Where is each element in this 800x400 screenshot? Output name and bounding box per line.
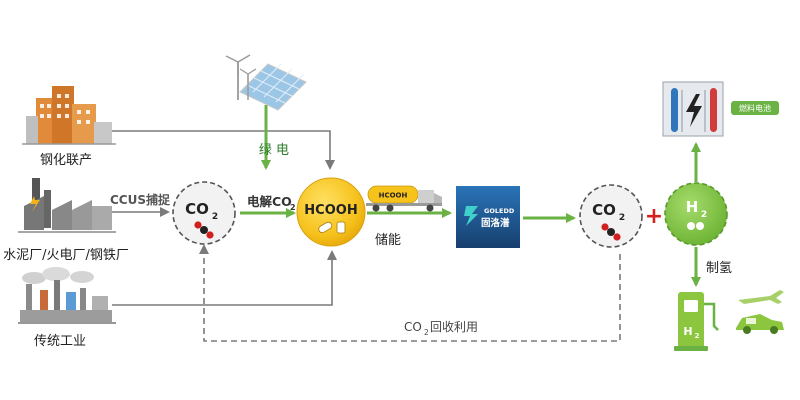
pump-h2-text: H [683,325,692,338]
h2-node: H 2 [664,182,728,246]
label-ccus-capture: CCUS捕捉 [110,192,171,207]
plus-sign: + [645,204,663,229]
h2-text: H [686,198,699,216]
steel-chem-plant-icon [22,86,116,145]
cylinder-icon [336,221,346,234]
label-traditional-industry: 传统工业 [34,334,86,349]
fuel-cell-badge [731,101,779,115]
label-recycle-prefix: CO [404,320,422,334]
co2-node-left: CO 2 [172,181,236,245]
label-electrolysis-sub: 2 [290,203,296,212]
truck-label: HCOOH [379,192,408,200]
label-energy-storage: 储能 [375,233,401,248]
co2-node-right: CO 2 [579,184,643,248]
factory-icon [18,178,116,233]
car-icon [736,314,784,334]
wind-solar-icon [225,54,307,111]
brand-name-en: GOLEDD [484,207,515,215]
brand-logo-icon [464,206,478,226]
traditional-industry-icon [18,267,116,324]
label-recycle-sub: 2 [424,328,429,337]
capsule-icon [318,221,333,234]
label-fuel-cell: 燃料电池 [739,103,771,113]
co2-left-text: CO [185,200,209,218]
label-cement-power-steel: 水泥厂/火电厂/钢铁厂 [3,248,129,263]
brand-logo-box: GOLEDD 固洛潽 [456,186,520,248]
hcooh-text: HCOOH [304,203,357,218]
hcooh-node: HCOOH [296,177,366,247]
label-green-power: 绿 电 [259,143,289,158]
label-recycle-suffix: 回收利用 [430,320,478,334]
co2-right-subscript: 2 [619,213,625,223]
label-electrolysis: 电解CO [247,194,292,209]
fuel-cell-icon [662,81,724,137]
pump-h2-subscript: 2 [695,332,700,340]
tanker-truck-icon: HCOOH [366,185,442,212]
hydrogen-pump-icon: H 2 [674,292,719,351]
co2-right-text: CO [592,201,616,219]
lightning-icon [686,94,702,127]
h2-subscript: 2 [701,210,707,220]
line-industry-to-hcooh [112,250,337,306]
label-hydrogen-production: 制氢 [706,261,732,276]
line-steel-to-co2 [112,130,335,170]
co2-left-subscript: 2 [212,212,218,222]
line-co2-recycle [199,244,621,342]
brand-name-cn: 固洛潽 [481,217,510,229]
label-steel-chem: 钢化联产 [40,153,92,168]
airplane-icon [738,290,784,304]
